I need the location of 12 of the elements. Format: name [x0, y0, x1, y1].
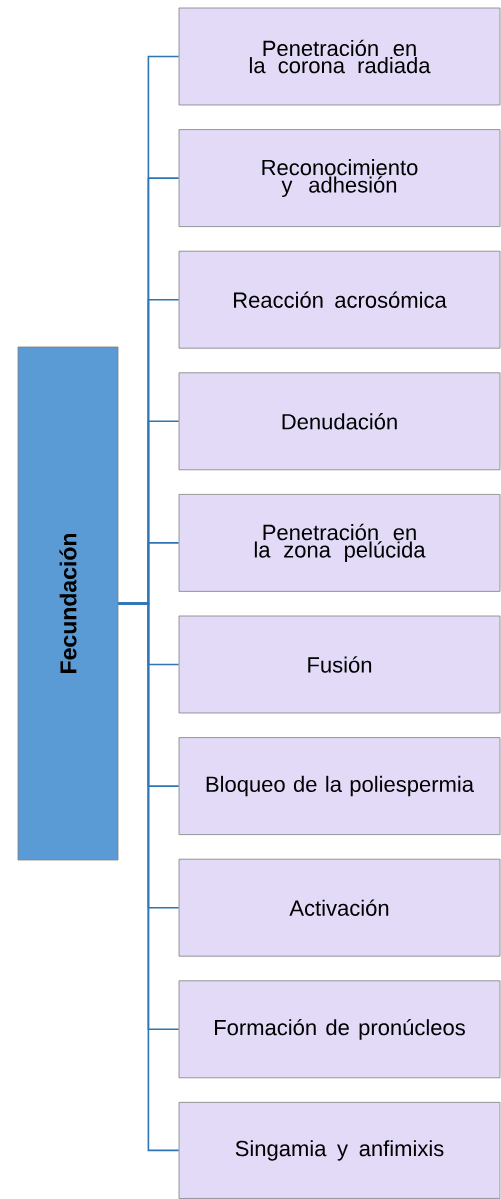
step-box: Fusión — [178, 615, 501, 714]
step-box: Denudación — [178, 372, 501, 471]
step-box: Formación de pronúcleos — [178, 980, 501, 1079]
step-box: Reconocimiento y adhesión — [178, 129, 501, 227]
step-box: Reacción acrosómica — [178, 250, 501, 349]
connector-line — [117, 602, 180, 1152]
step-box: Activación — [178, 858, 501, 957]
step-box: Penetración en la corona radiada — [178, 7, 501, 106]
step-box: Penetración en la zona pelúcida — [178, 494, 501, 592]
step-box: Singamia y anfimixis — [178, 1101, 501, 1199]
step-box: Bloqueo de la poliespermia — [178, 737, 501, 835]
root-box: Fecundación — [17, 346, 119, 861]
